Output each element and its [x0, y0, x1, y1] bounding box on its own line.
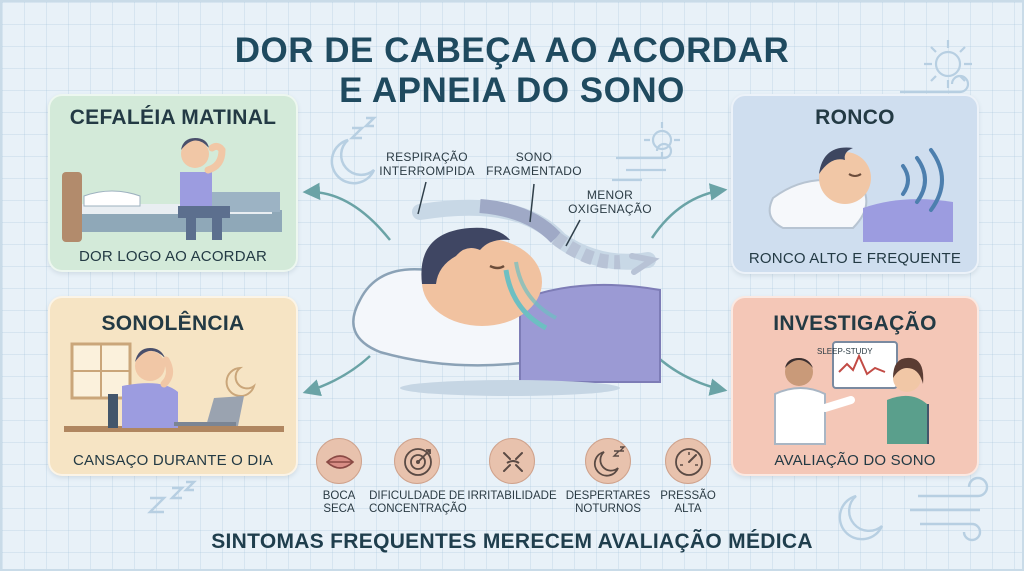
card-caption: CANSAÇO DURANTE O DIA — [72, 452, 274, 469]
card-title: CEFALÉIA MATINAL — [69, 106, 277, 129]
tired-man-at-laptop-illustration — [64, 342, 284, 432]
card-title: RONCO — [815, 106, 895, 129]
target-icon — [404, 448, 432, 476]
arrow-to-sonolencia — [302, 355, 371, 397]
doctor-patient-consultation-illustration — [774, 341, 929, 445]
symptom-label-irritabilidade: IRRITABILIDADE — [467, 490, 557, 502]
moon-wind-decor-icon — [838, 476, 989, 542]
man-on-bed-headache-illustration — [62, 138, 282, 242]
card-caption: AVALIAÇÃO DO SONO — [774, 452, 936, 469]
card-title: INVESTIGAÇÃO — [773, 312, 937, 335]
zz-decor-icon — [147, 480, 197, 514]
moon-zz-icon — [593, 446, 626, 477]
monitor-label: SLEEP-STUDY — [817, 347, 873, 356]
wind-decor-icon — [612, 122, 680, 182]
symptom-circle — [394, 438, 440, 484]
label-respiracao-interrompida: RESPIRAÇÃO INTERROMPIDA — [379, 150, 475, 178]
footer-message: SINTOMAS FREQUENTES MERECEM AVALIAÇÃO MÉ… — [211, 530, 813, 553]
label-menor-oxigenacao: MENOR OXIGENAÇÃO — [568, 188, 652, 216]
moon-decor-icon — [330, 116, 378, 185]
card-cefaleia-matinal: CEFALÉIA MATINAL DOR LOGO AO ACORDAR — [48, 94, 298, 272]
main-title-line2: E APNEIA DO SONO — [339, 71, 685, 110]
arrow-to-cefaleia — [302, 182, 391, 241]
card-sonolencia: SONOLÊNCIA CANSAÇO DURANTE O DIA — [48, 296, 298, 476]
symptom-circle — [585, 438, 631, 484]
gauge-icon — [675, 448, 703, 476]
label-sono-fragmentado: SONO FRAGMENTADO — [486, 150, 582, 178]
card-caption: RONCO ALTO E FREQUENTE — [748, 250, 962, 267]
card-ronco: RONCO RONCO ALTO E FREQUENTE — [731, 94, 979, 274]
symptom-circle — [489, 438, 535, 484]
symptom-circle — [665, 438, 711, 484]
irritability-icon — [503, 452, 523, 472]
main-title-line1: DOR DE CABEÇA AO ACORDAR — [234, 31, 790, 70]
card-caption: DOR LOGO AO ACORDAR — [78, 248, 267, 265]
snoring-man-illustration — [768, 147, 953, 242]
card-title: SONOLÊNCIA — [101, 312, 245, 335]
symptom-circle — [316, 438, 362, 484]
mouth-icon — [325, 455, 355, 469]
arrow-to-ronco — [650, 183, 728, 239]
card-investigacao: INVESTIGAÇÃO SLEEP-STUDY AVALIAÇÃO DO SO… — [731, 296, 979, 476]
